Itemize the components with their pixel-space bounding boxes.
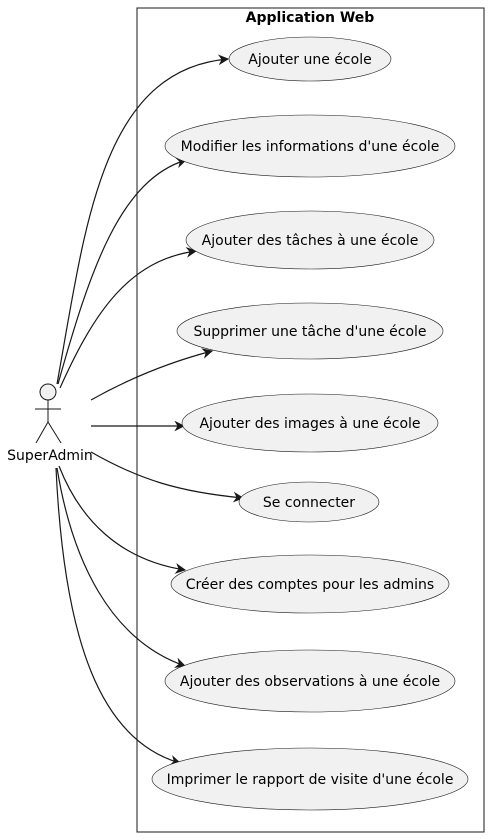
use-case-ellipse	[164, 649, 456, 713]
use-case-ellipse	[228, 36, 392, 82]
use-case-label: Ajouter des images à une école	[199, 416, 420, 432]
edge-se-connecter	[90, 451, 245, 503]
use-case-ellipse	[164, 114, 456, 178]
use-case-label: Se connecter	[263, 495, 355, 511]
actor-head	[39, 383, 57, 401]
actor-right-leg	[47, 421, 62, 444]
use-case-label: Ajouter des observations à une école	[180, 674, 440, 690]
use-case-ajouter-ecole: Ajouter une école	[228, 36, 392, 82]
actor-figure	[35, 383, 62, 444]
use-case-label: Ajouter des tâches à une école	[202, 233, 419, 249]
use-case-ellipse	[170, 554, 450, 614]
use-case-ellipse	[181, 393, 439, 453]
edge-ajouter-taches	[59, 246, 198, 389]
use-case-ellipse	[185, 210, 435, 270]
use-case-imprimer-rapport: Imprimer le rapport de visite d'une écol…	[151, 747, 469, 811]
edge-ajouter-observations	[56, 467, 187, 668]
use-case-label: Imprimer le rapport de visite d'une écol…	[167, 772, 454, 788]
use-case-se-connecter: Se connecter	[238, 481, 380, 523]
actor-name: SuperAdmin	[7, 448, 93, 464]
use-case-ellipse	[176, 302, 444, 360]
use-case-creer-comptes: Créer des comptes pour les admins	[170, 554, 450, 614]
use-case-label: Modifier les informations d'une école	[181, 139, 440, 155]
use-case-label: Supprimer une tâche d'une école	[193, 324, 426, 340]
use-case-ajouter-observations: Ajouter des observations à une école	[164, 649, 456, 713]
edge-creer-comptes	[58, 465, 187, 574]
use-case-supprimer-tache: Supprimer une tâche d'une école	[176, 302, 444, 360]
edge-ajouter-ecole	[56, 54, 230, 385]
system-title: Application Web	[246, 10, 375, 26]
use-case-label: Ajouter une école	[248, 52, 371, 68]
edge-supprimer-tache	[90, 348, 214, 401]
use-case-ajouter-images: Ajouter des images à une école	[181, 393, 439, 453]
use-case-modifier-informations: Modifier les informations d'une école	[164, 114, 456, 178]
use-case-ellipse	[151, 747, 469, 811]
use-case-label: Créer des comptes pour les admins	[186, 577, 434, 593]
use-case-ellipse	[238, 481, 380, 523]
system-boundary	[136, 7, 485, 833]
edge-imprimer-rapport	[55, 467, 182, 766]
association-edges	[55, 54, 245, 766]
edge-modifier-informations	[57, 157, 188, 385]
actor-left-leg	[35, 421, 49, 444]
use-case-ajouter-taches: Ajouter des tâches à une école	[185, 210, 435, 270]
